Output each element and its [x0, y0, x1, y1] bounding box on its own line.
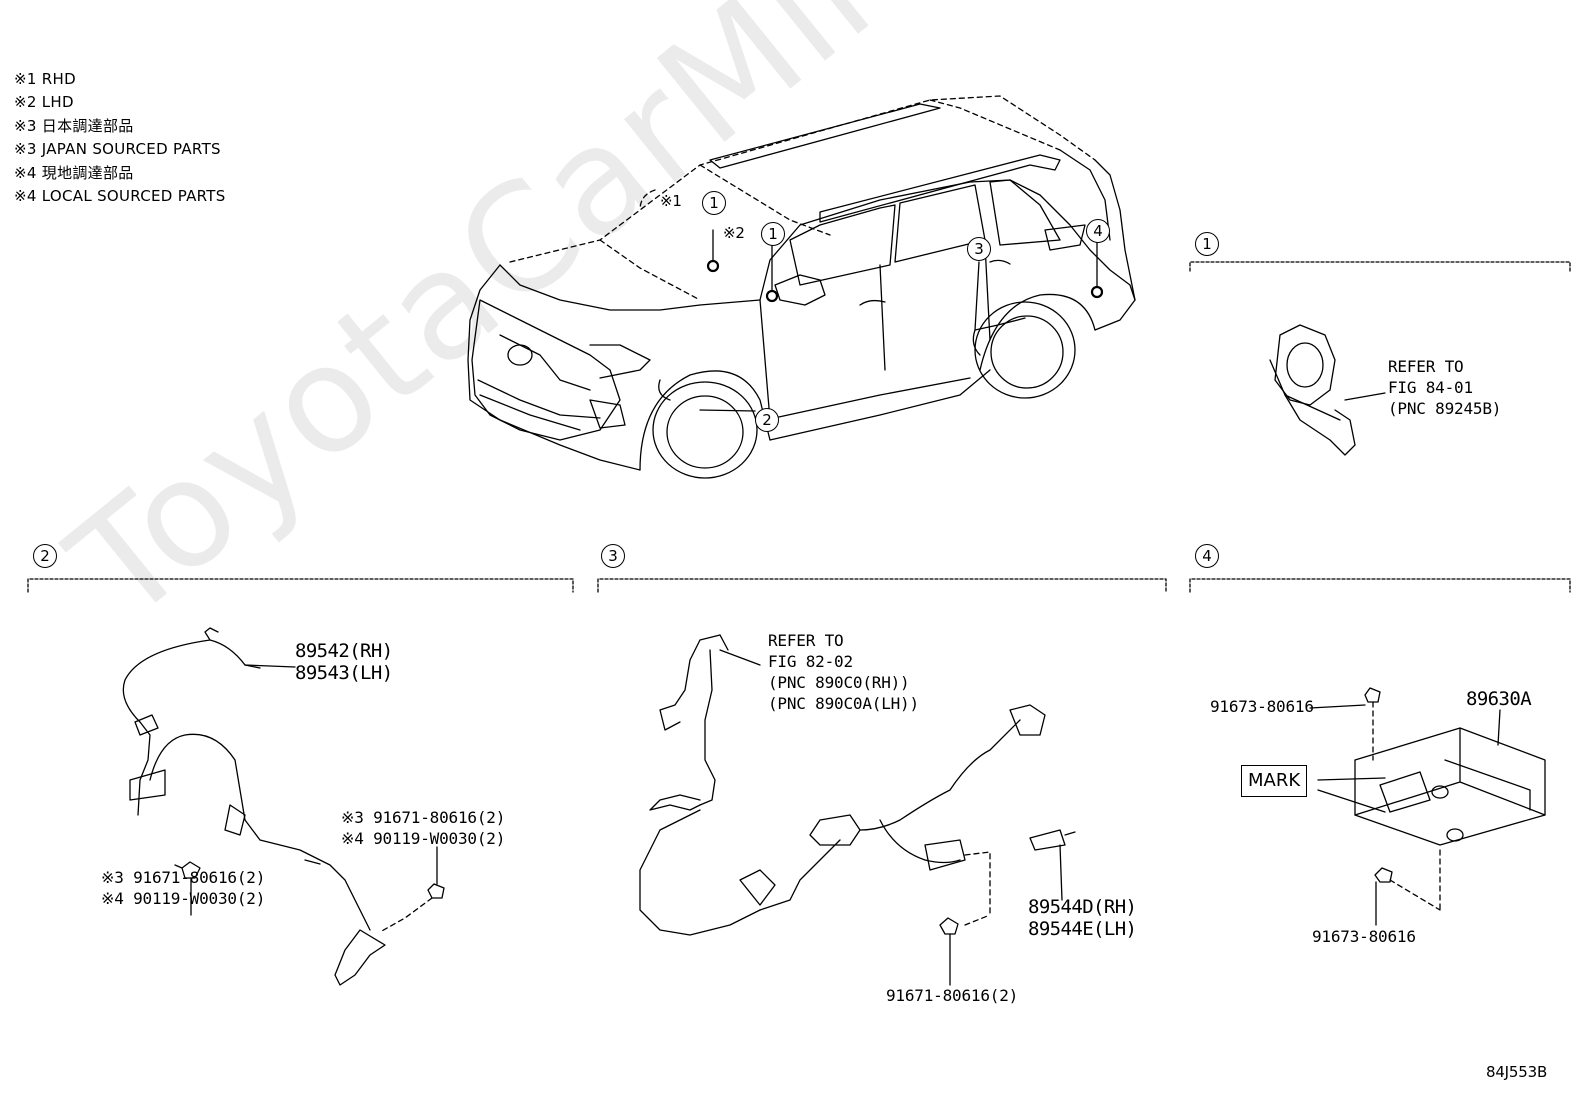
rear-speed-sensor-harness [639, 634, 1076, 986]
section-1-bracket [1189, 261, 1571, 272]
bolt-label-right-b: ※4 90119-W0030(2) [341, 829, 506, 848]
legend-item: ※3 日本調達部品 [14, 116, 134, 135]
section-2-number: 2 [33, 544, 57, 568]
section-3-bracket [597, 578, 1167, 593]
bolt-label-left-b: ※4 90119-W0030(2) [101, 889, 266, 908]
part-number: 89630A [1466, 688, 1532, 710]
legend-item: ※2 LHD [14, 93, 74, 112]
section-2-bracket [27, 578, 574, 593]
refer-line: FIG 82-02 [768, 652, 853, 671]
bolt-label-top: 91673-80616 [1210, 697, 1314, 716]
refer-line: FIG 84-01 [1388, 378, 1473, 397]
callout-2: 2 [755, 408, 779, 432]
legend-item: ※4 現地調達部品 [14, 163, 134, 182]
callout-4: 4 [1086, 219, 1110, 243]
section-1-number: 1 [1195, 232, 1219, 256]
part-number-lh: 89544E(LH) [1028, 918, 1137, 940]
section-3-refer: REFER TO FIG 82-02 (PNC 890C0(RH)) (PNC … [768, 630, 919, 714]
section-4-bracket [1189, 578, 1571, 593]
section-1-refer: REFER TO FIG 84-01 (PNC 89245B) [1388, 356, 1501, 419]
part-number-rh: 89542(RH) [295, 640, 393, 662]
callout-3: 3 [967, 237, 991, 261]
yaw-rate-sensor [1309, 687, 1546, 926]
part-number-lh: 89543(LH) [295, 662, 393, 684]
section-3-number: 3 [601, 544, 625, 568]
legend-item: ※3 JAPAN SOURCED PARTS [14, 140, 221, 159]
front-speed-sensor [122, 627, 445, 986]
note-lhd: ※2 [723, 224, 745, 242]
bolt-label-left-a: ※3 91671-80616(2) [101, 868, 266, 887]
refer-line: (PNC 890C0(RH)) [768, 673, 910, 692]
steering-angle-sensor [1269, 324, 1386, 456]
legend-item: ※1 RHD [14, 70, 76, 88]
part-number-rh: 89544D(RH) [1028, 896, 1137, 918]
bolt-label-bottom: 91673-80616 [1312, 927, 1416, 946]
refer-line: REFER TO [768, 631, 844, 650]
refer-line: (PNC 89245B) [1388, 399, 1502, 418]
callout-1-rhd: 1 [702, 191, 726, 215]
note-rhd: ※1 [660, 192, 682, 210]
refer-line: REFER TO [1388, 357, 1464, 376]
mark-label: MARK [1241, 765, 1308, 797]
bolt-label: 91671-80616(2) [886, 986, 1019, 1005]
bolt-label-right-a: ※3 91671-80616(2) [341, 808, 506, 827]
refer-line: (PNC 890C0A(LH)) [768, 694, 919, 713]
legend: ※1 RHD ※2 LHD ※3 日本調達部品 ※3 JAPAN SOURCED… [14, 68, 226, 208]
figure-code: 84J553B [1486, 1063, 1548, 1081]
vehicle-illustration [467, 95, 1136, 479]
legend-item: ※4 LOCAL SOURCED PARTS [14, 187, 226, 206]
section-4-number: 4 [1195, 544, 1219, 568]
callout-1-lhd: 1 [761, 222, 785, 246]
